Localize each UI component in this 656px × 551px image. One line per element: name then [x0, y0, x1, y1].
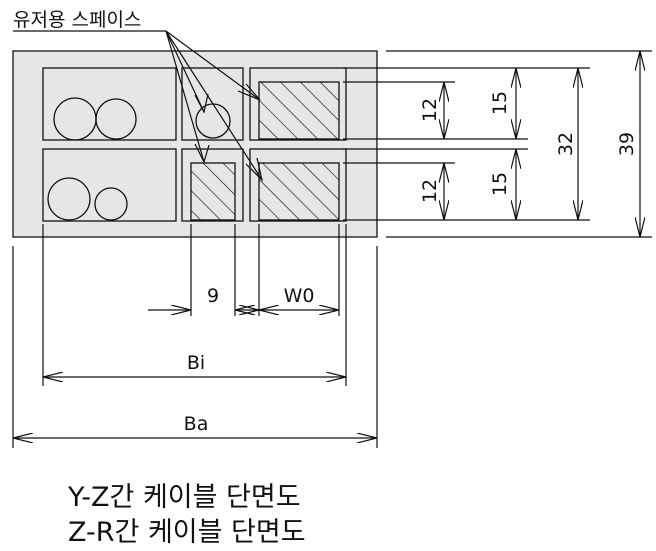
dim-label-bi: Bi [187, 352, 205, 374]
compartment-left-top [42, 67, 177, 141]
dim-label-15-top: 15 [489, 91, 511, 115]
user-space-right-top [258, 81, 340, 140]
extension-lines-bottom [12, 224, 378, 448]
leader-arrowheads [194, 83, 264, 182]
dim-label-12-top: 12 [419, 98, 441, 122]
extension-lines-right [343, 50, 652, 238]
compartment-right-bottom [249, 148, 347, 222]
compartment-middle-top [181, 67, 244, 141]
dim-label-39: 39 [616, 132, 638, 156]
compartment-left-bottom [42, 148, 177, 222]
vertical-dimension-lines [444, 51, 640, 237]
compartment-middle-bottom [181, 148, 244, 222]
dim-label-ba: Ba [184, 413, 209, 435]
cable-circle [95, 98, 137, 140]
dim-label-15-bottom: 15 [489, 172, 511, 196]
dim-label-w0: W0 [284, 285, 315, 307]
caption-zr: Z-R간 케이블 단면도 [68, 517, 306, 548]
user-space-right-bottom [258, 162, 340, 221]
horizontal-dimension-lines [13, 310, 377, 438]
user-space-middle-bottom [190, 162, 236, 221]
cable-circle [94, 187, 128, 221]
user-space-label: 유저용 스페이스 [13, 9, 141, 31]
cable-circle [47, 177, 91, 221]
dim-label-32: 32 [555, 132, 577, 156]
dim-label-12-bottom: 12 [419, 179, 441, 203]
caption-yz: Y-Z간 케이블 단면도 [68, 482, 301, 513]
leader-lines [165, 30, 263, 181]
compartment-right-top [249, 67, 347, 141]
dim-label-9: 9 [207, 285, 219, 307]
